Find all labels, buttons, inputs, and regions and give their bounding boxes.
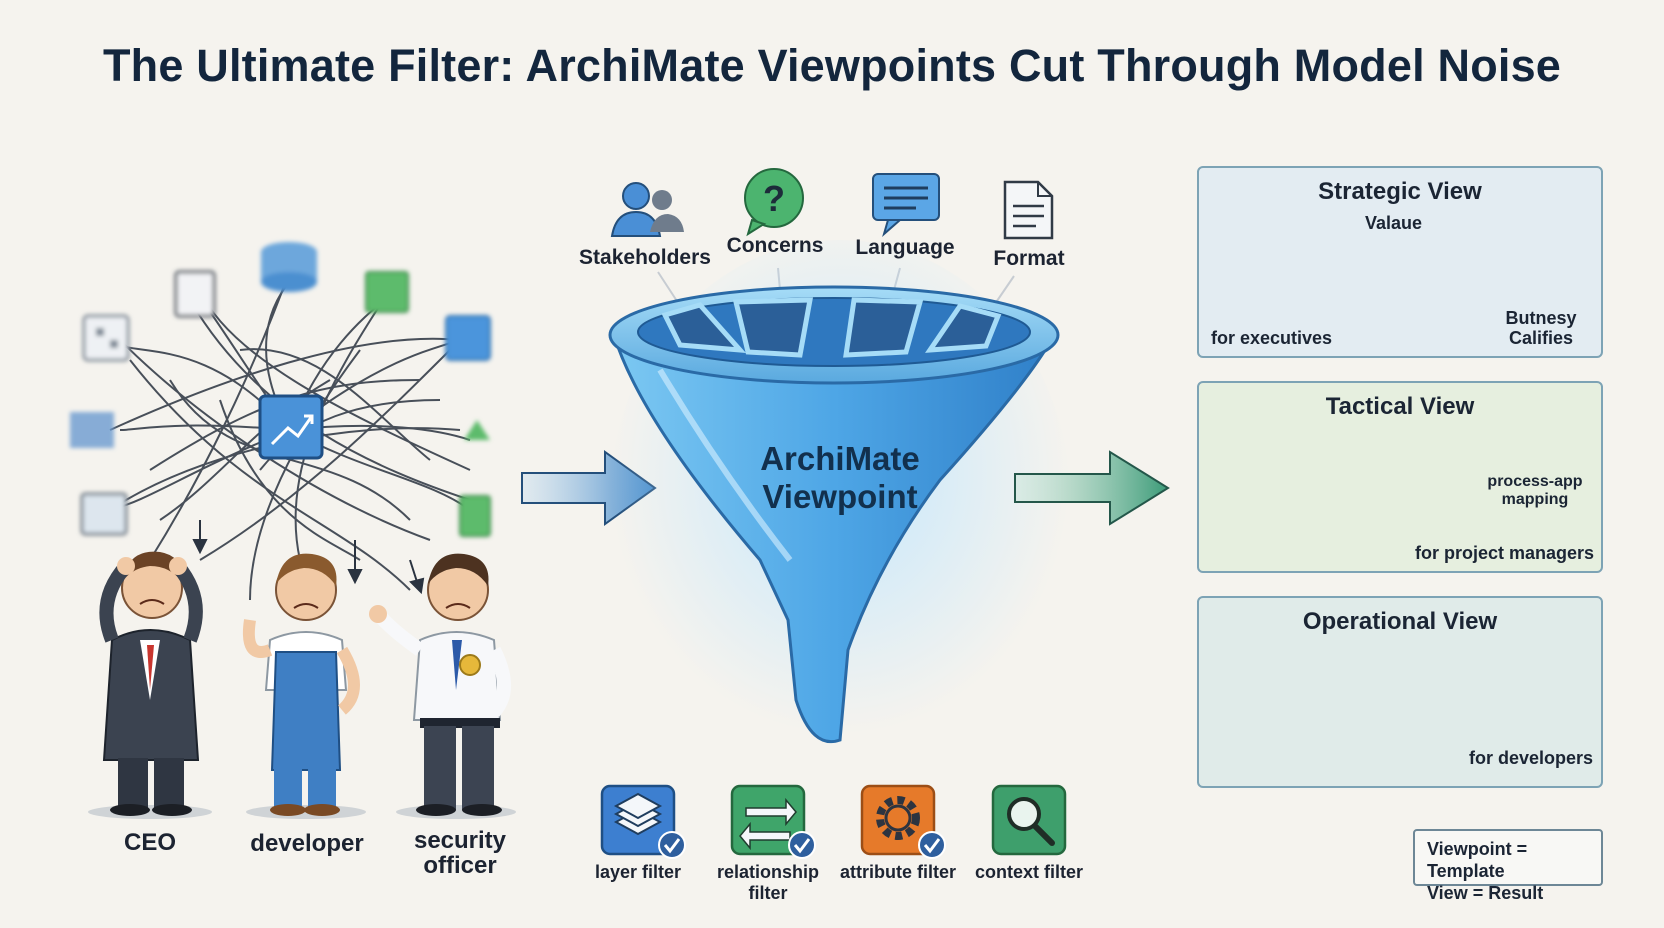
definition-note: Viewpoint = Template View = Result [1413,829,1603,903]
note-line-viewpoint: Viewpoint = Template [1427,839,1528,881]
strategic-capabilities-label: Butnesy Califies [1505,308,1577,348]
input-label-format: Format [993,247,1065,270]
swap-arrows-icon [730,784,806,856]
operational-view-panel: Operational View for developers [1197,596,1603,788]
operational-audience-label: for developers [1469,748,1594,768]
input-label-concerns: Concerns [726,234,824,257]
filter-label-context: context filter [974,862,1084,882]
strategic-audience-label: for executives [1211,328,1333,348]
svg-text:?: ? [763,178,785,219]
central-model-node [258,394,324,460]
strategic-view-title: Strategic View [1318,178,1482,205]
funnel-label-line2: Viewpoint [762,478,918,515]
security-officer-figure [369,553,516,819]
magnifier-icon [991,784,1067,856]
tactical-view-panel: Tactical View process-app mapping for pr… [1197,381,1603,573]
developer-figure [243,553,366,819]
noise-arrows [192,520,425,595]
people-icon [610,182,684,237]
filter-label-relationship: relationship filter [716,862,819,903]
document-icon [1003,180,1054,240]
check-badge-icons [658,831,946,859]
speech-bubble-icon [872,173,940,237]
tactical-audience-label: for project managers [1415,543,1595,563]
funnel-label: ArchiMate Viewpoint [700,440,980,516]
output-arrow [1014,450,1170,526]
funnel-label-line1: ArchiMate [760,440,920,477]
operational-view-title: Operational View [1302,608,1498,635]
filter-label-layer: layer filter [594,862,682,882]
input-label-language: Language [855,236,955,259]
note-line-view: View = Result [1427,883,1544,903]
tactical-mapping-label: process-app mapping [1487,473,1583,508]
gear-icon [860,784,936,856]
strategic-view-panel: Strategic View Valaue for executives But… [1197,166,1603,358]
page-title: The Ultimate Filter: ArchiMate Viewpoint… [102,40,1562,91]
strategic-value-label: Valaue [1365,213,1423,233]
stakeholder-label-ceo: CEO [123,829,176,856]
layers-icon [600,784,676,856]
ceo-figure [88,551,212,819]
tactical-view-title: Tactical View [1325,393,1475,420]
question-bubble-icon: ? [744,168,804,237]
funnel [608,285,1060,743]
stakeholder-label-security-officer: security officer [413,827,507,879]
filter-label-attribute: attribute filter [839,862,956,882]
model-node-icons [70,242,491,537]
input-label-stakeholders: Stakeholders [579,246,711,269]
stakeholder-label-developer: developer [250,830,364,857]
